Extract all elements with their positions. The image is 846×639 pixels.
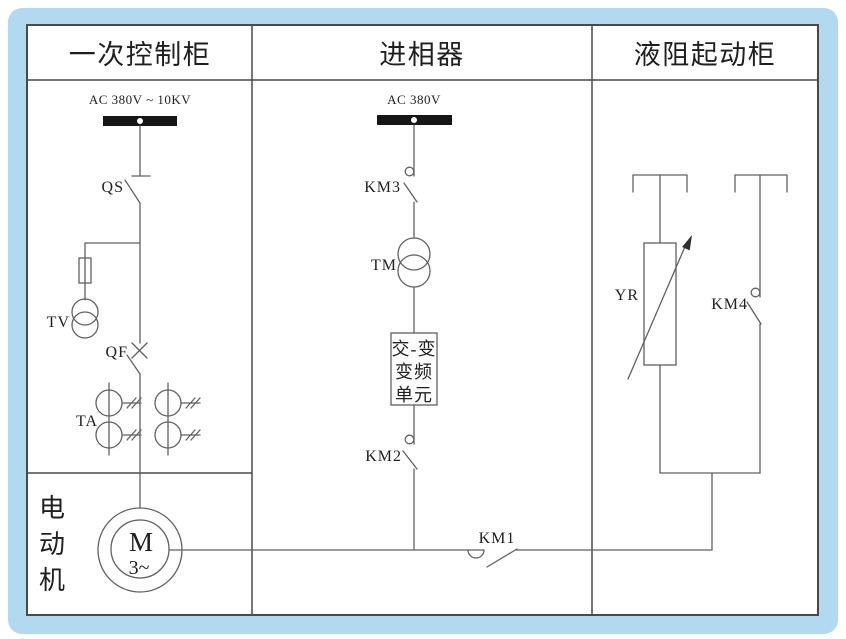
converter-box: 交-变 变频 单元 — [390, 332, 438, 406]
grid-lines — [27, 25, 818, 615]
converter-box-line-1: 交-变 — [392, 339, 437, 359]
tv-branch — [71, 242, 141, 339]
km4-contact — [746, 287, 762, 325]
liquid-starter-circuit: YR KM4 — [615, 174, 788, 474]
km1-contact — [467, 548, 518, 568]
motor-caption-char-1: 电 — [39, 494, 65, 523]
yr-label: YR — [615, 287, 639, 304]
motor-caption: 电 动 机 — [39, 494, 65, 595]
motor-letter: M — [129, 527, 153, 557]
tm-label: TM — [371, 257, 397, 274]
converter-box-line-3: 单元 — [395, 385, 433, 405]
motor-caption-char-3: 机 — [39, 566, 65, 595]
km1-label: KM1 — [479, 530, 516, 547]
hv-busbar-node — [137, 118, 143, 124]
km2-label: KM2 — [365, 448, 402, 465]
phase-advancer-circuit: AC 380V KM3 TM 交-变 变频 单元 — [364, 92, 452, 551]
motor-caption-char-2: 动 — [39, 530, 65, 559]
qs-disconnector — [124, 175, 151, 204]
hv-bus-label: AC 380V ~ 10KV — [89, 92, 191, 107]
fuse — [78, 257, 92, 284]
km3-contact — [403, 166, 418, 203]
primary-cabinet-circuit: AC 380V ~ 10KV QS TV QF — [39, 92, 201, 595]
km2-contact — [402, 434, 418, 470]
lv-bus-label: AC 380V — [387, 92, 441, 107]
qf-label: QF — [106, 344, 128, 361]
ta-label: TA — [76, 413, 98, 430]
motor-bus-line: KM1 — [169, 472, 713, 568]
panel-header-liquid-starter: 液阻起动柜 — [634, 40, 777, 70]
km4-label: KM4 — [711, 296, 748, 313]
lv-busbar-node — [411, 117, 417, 123]
motor-symbol: M 3~ — [97, 507, 183, 593]
tv-label: TV — [47, 314, 70, 331]
electrode-left — [632, 174, 688, 244]
electrode-right — [734, 174, 788, 298]
km3-label: KM3 — [364, 179, 401, 196]
qs-label: QS — [102, 179, 124, 196]
panel-header-phase-advancer: 进相器 — [379, 40, 465, 70]
converter-box-line-2: 变频 — [395, 362, 433, 382]
ta-current-transformers — [95, 382, 201, 456]
yr-arrowhead — [682, 235, 692, 251]
panel-header-primary-cabinet: 一次控制柜 — [69, 40, 212, 70]
qf-breaker — [126, 342, 148, 375]
motor-phase: 3~ — [129, 557, 150, 579]
